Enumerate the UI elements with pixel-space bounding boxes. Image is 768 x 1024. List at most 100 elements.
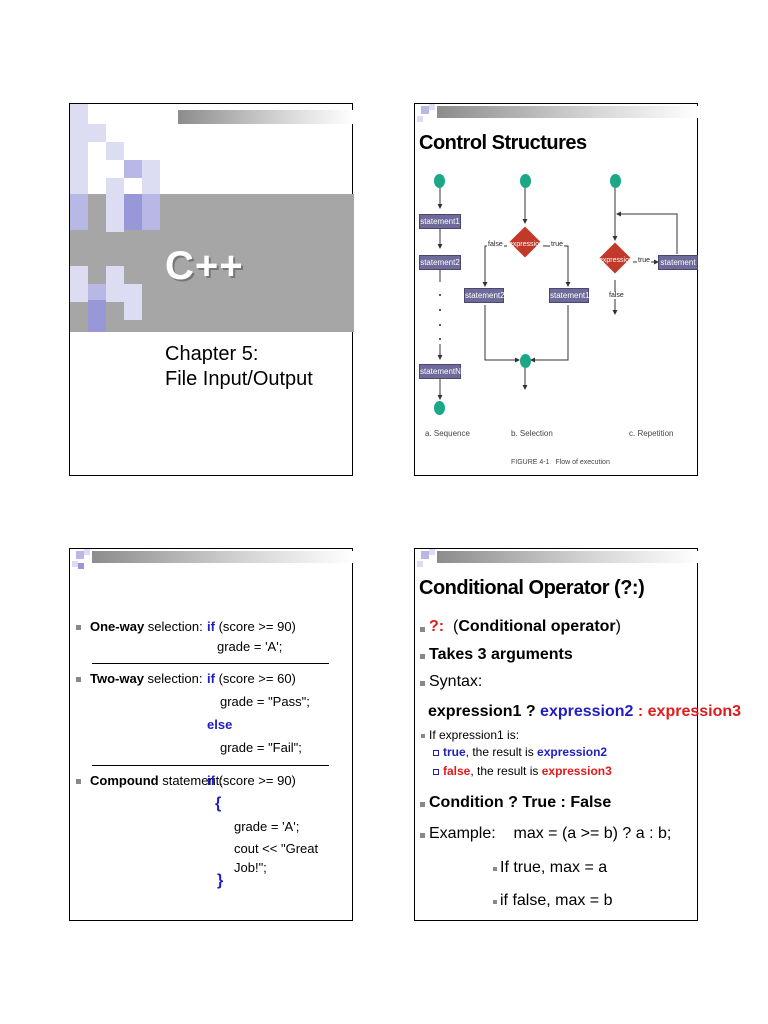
code-keyword: if [207,619,215,634]
example-label: Example: [429,825,496,842]
deco-square [70,194,88,230]
gradient-bar [92,551,354,563]
diagram-caption: c. Repetition [629,429,674,438]
edge-label: true [550,241,565,248]
operator-symbol: ?: [429,618,445,635]
end-node [434,401,445,415]
slide-title-text: C++ [165,244,244,288]
slide-title: C++ Chapter 5: File Input/Output [69,103,354,476]
true-case: true, the result is expression2 [443,743,607,762]
slide-conditional-operator: Conditional Operator (?:) ?: (Conditiona… [414,548,741,921]
flow-statement: statementN [419,364,461,379]
slide-control-structures: Control Structures statement1 statement2… [414,103,699,476]
join-node [520,354,531,368]
bullet-icon [76,625,81,630]
deco-square [88,300,106,332]
deco-square [106,142,124,160]
code-line: cout << "Great Job!"; [234,841,319,875]
code-line: grade = "Fail"; [220,740,302,755]
code-line: if (score >= 90) [207,771,296,790]
slide-heading: Control Structures [419,132,587,154]
takes-line: Takes 3 arguments [429,646,573,663]
code-keyword: else [207,717,233,732]
paren: ) [615,618,621,635]
ellipsis-dot [439,324,441,326]
edge-label: false [487,241,504,248]
flow-statement: statement1 [549,288,590,303]
if-true-line: If true, max = a [500,859,608,876]
ellipsis-dot [439,338,441,340]
syntax-e2: expression2 [540,703,634,720]
label-rest: selection: [144,619,203,634]
code-keyword: if [207,773,215,788]
deco-square [421,106,429,114]
sub-bullet-icon [433,750,439,756]
operator-line: ?: (Conditional operator) [429,617,621,636]
bullet-icon [76,779,81,784]
bullet-icon [420,681,425,686]
flow-statement: statement1 [419,214,461,229]
bullet-icon [421,734,425,738]
flow-statement: statement [658,255,698,270]
code-line: if (score >= 90) [207,617,296,636]
decision-label: expression [599,257,633,264]
code-text: (score >= 60) [214,671,296,686]
code-line: grade = "Pass"; [220,694,310,709]
figure-number: FIGURE 4-1 [511,459,550,466]
deco-square [417,116,423,122]
selection-label: Two-way selection: [90,669,202,688]
subtitle-line: File Input/Output [165,368,313,390]
syntax-colon: : [633,703,648,720]
deco-square [106,178,124,232]
flow-arrow [530,305,569,363]
subtitle-line: Chapter 5: [165,343,259,365]
edge-label: false [608,292,625,299]
diagram-caption: a. Sequence [425,429,470,438]
bullet-icon [420,627,425,632]
start-node [610,174,621,188]
true-result: expression2 [537,745,608,759]
deco-square [124,194,142,230]
condition-line: Condition ? True : False [429,794,612,811]
deco-square [70,266,88,302]
bullet-icon [493,900,497,904]
false-word: false [443,764,471,778]
flow-statement: statement2 [464,288,505,303]
deco-square [78,563,84,569]
if-false-line: if false, max = b [500,892,613,909]
figure-title: Flow of execution [555,459,610,466]
slide-heading: Conditional Operator (?:) [419,577,645,599]
false-case: false, the result is expression3 [443,762,612,781]
operator-name: Conditional operator [458,618,616,635]
sub-bullet-icon [433,769,439,775]
start-node [434,174,445,188]
deco-square [417,561,423,567]
flow-arrow [543,245,571,287]
paren: ( [453,618,459,635]
divider [92,765,329,766]
flow-statement: statement2 [419,255,461,270]
deco-square [142,194,160,230]
syntax-label: Syntax: [429,673,483,690]
code-text: (score >= 90) [214,619,296,634]
code-text: (score >= 90) [214,773,296,788]
code-brace: } [217,872,224,889]
deco-square [124,160,142,178]
label-bold: One-way [90,619,145,634]
example-line: Example: max = (a >= b) ? a : b; [429,824,671,843]
bullet-icon [420,802,425,807]
gradient-bar [437,551,699,563]
deco-square [124,284,142,320]
example-code: max = (a >= b) ? a : b; [513,825,672,842]
figure-caption: FIGURE 4-1 Flow of execution [511,459,610,466]
label-rest: statement: [158,773,223,788]
flow-arrow [482,245,507,287]
flow-arrow [616,211,678,254]
syntax-e3: expression3 [647,703,742,720]
deco-square [429,104,435,110]
syntax-expression: expression1 ? expression2 : expression3 [428,702,741,721]
deco-square [84,549,90,555]
start-node [520,174,531,188]
deco-square [76,551,84,559]
slide-selection-examples: One-way selection: if (score >= 90) grad… [69,548,354,921]
